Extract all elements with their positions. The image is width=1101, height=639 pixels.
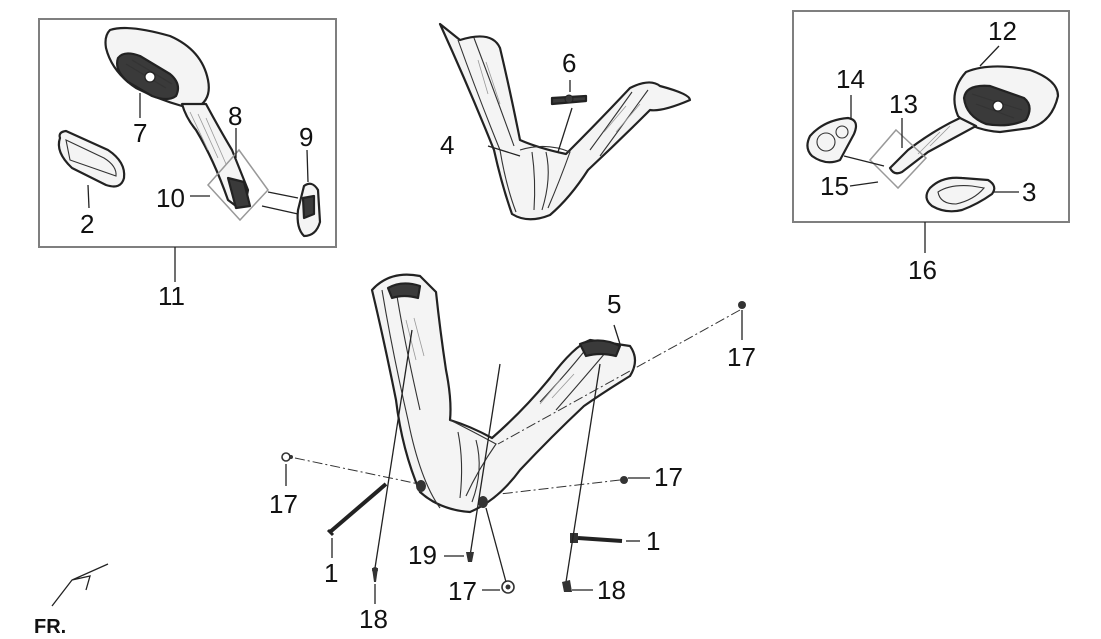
callout-6: 6 bbox=[562, 48, 576, 78]
callout-17-bottom: 17 bbox=[448, 576, 477, 606]
grommet-bottom bbox=[501, 580, 515, 594]
callout-18-right: 18 bbox=[597, 575, 626, 605]
screw-19 bbox=[466, 552, 474, 562]
callout-4: 4 bbox=[440, 130, 454, 160]
callout-1-left: 1 bbox=[324, 558, 338, 588]
callout-16: 16 bbox=[908, 255, 937, 285]
long-bolt-left bbox=[326, 482, 388, 537]
front-direction-indicator: FR. bbox=[34, 563, 109, 638]
callout-1-right: 1 bbox=[646, 526, 660, 556]
long-bolt-right bbox=[570, 533, 623, 543]
callout-18-left: 18 bbox=[359, 604, 388, 634]
callout-5: 5 bbox=[607, 289, 621, 319]
callout-2: 2 bbox=[80, 209, 94, 239]
grommet-top-right bbox=[738, 301, 746, 309]
emblem bbox=[550, 80, 588, 106]
right-mirror-base-area bbox=[868, 128, 928, 190]
callout-8: 8 bbox=[228, 101, 242, 131]
screw-right bbox=[562, 580, 572, 592]
callout-13: 13 bbox=[889, 89, 918, 119]
right-mirror-assembly bbox=[792, 10, 1070, 253]
left-mirror-glass bbox=[57, 129, 126, 188]
callout-19: 19 bbox=[408, 540, 437, 570]
callout-17-left: 17 bbox=[269, 489, 298, 519]
left-mirror-group-box bbox=[38, 18, 337, 248]
screw-left bbox=[372, 567, 378, 582]
callout-17-right: 17 bbox=[654, 462, 683, 492]
right-mirror-housing bbox=[888, 65, 1060, 175]
callout-11: 11 bbox=[158, 281, 185, 311]
callout-17-top-right: 17 bbox=[727, 342, 756, 372]
right-mirror-glass bbox=[925, 176, 996, 213]
right-mirror-group-box bbox=[792, 10, 1070, 223]
right-mirror-base bbox=[806, 116, 858, 164]
callout-14: 14 bbox=[836, 64, 865, 94]
lower-handlebar-cover bbox=[370, 273, 637, 514]
callout-10: 10 bbox=[156, 183, 185, 213]
assembly-line bbox=[497, 309, 741, 445]
assembly-line bbox=[294, 457, 420, 485]
callout-15: 15 bbox=[820, 171, 849, 201]
left-mirror-base-area bbox=[206, 148, 269, 222]
callout-9: 9 bbox=[299, 122, 313, 152]
callout-12: 12 bbox=[988, 16, 1017, 46]
grommet-right bbox=[620, 476, 628, 484]
left-mirror-assembly bbox=[38, 18, 337, 282]
callout-7: 7 bbox=[133, 118, 147, 148]
front-direction-label: FR. bbox=[34, 616, 66, 638]
left-mirror-cover bbox=[296, 182, 322, 238]
callout-3: 3 bbox=[1022, 177, 1036, 207]
grommet-left bbox=[281, 452, 293, 462]
assembly-line bbox=[499, 479, 621, 495]
left-mirror-housing bbox=[104, 26, 252, 210]
